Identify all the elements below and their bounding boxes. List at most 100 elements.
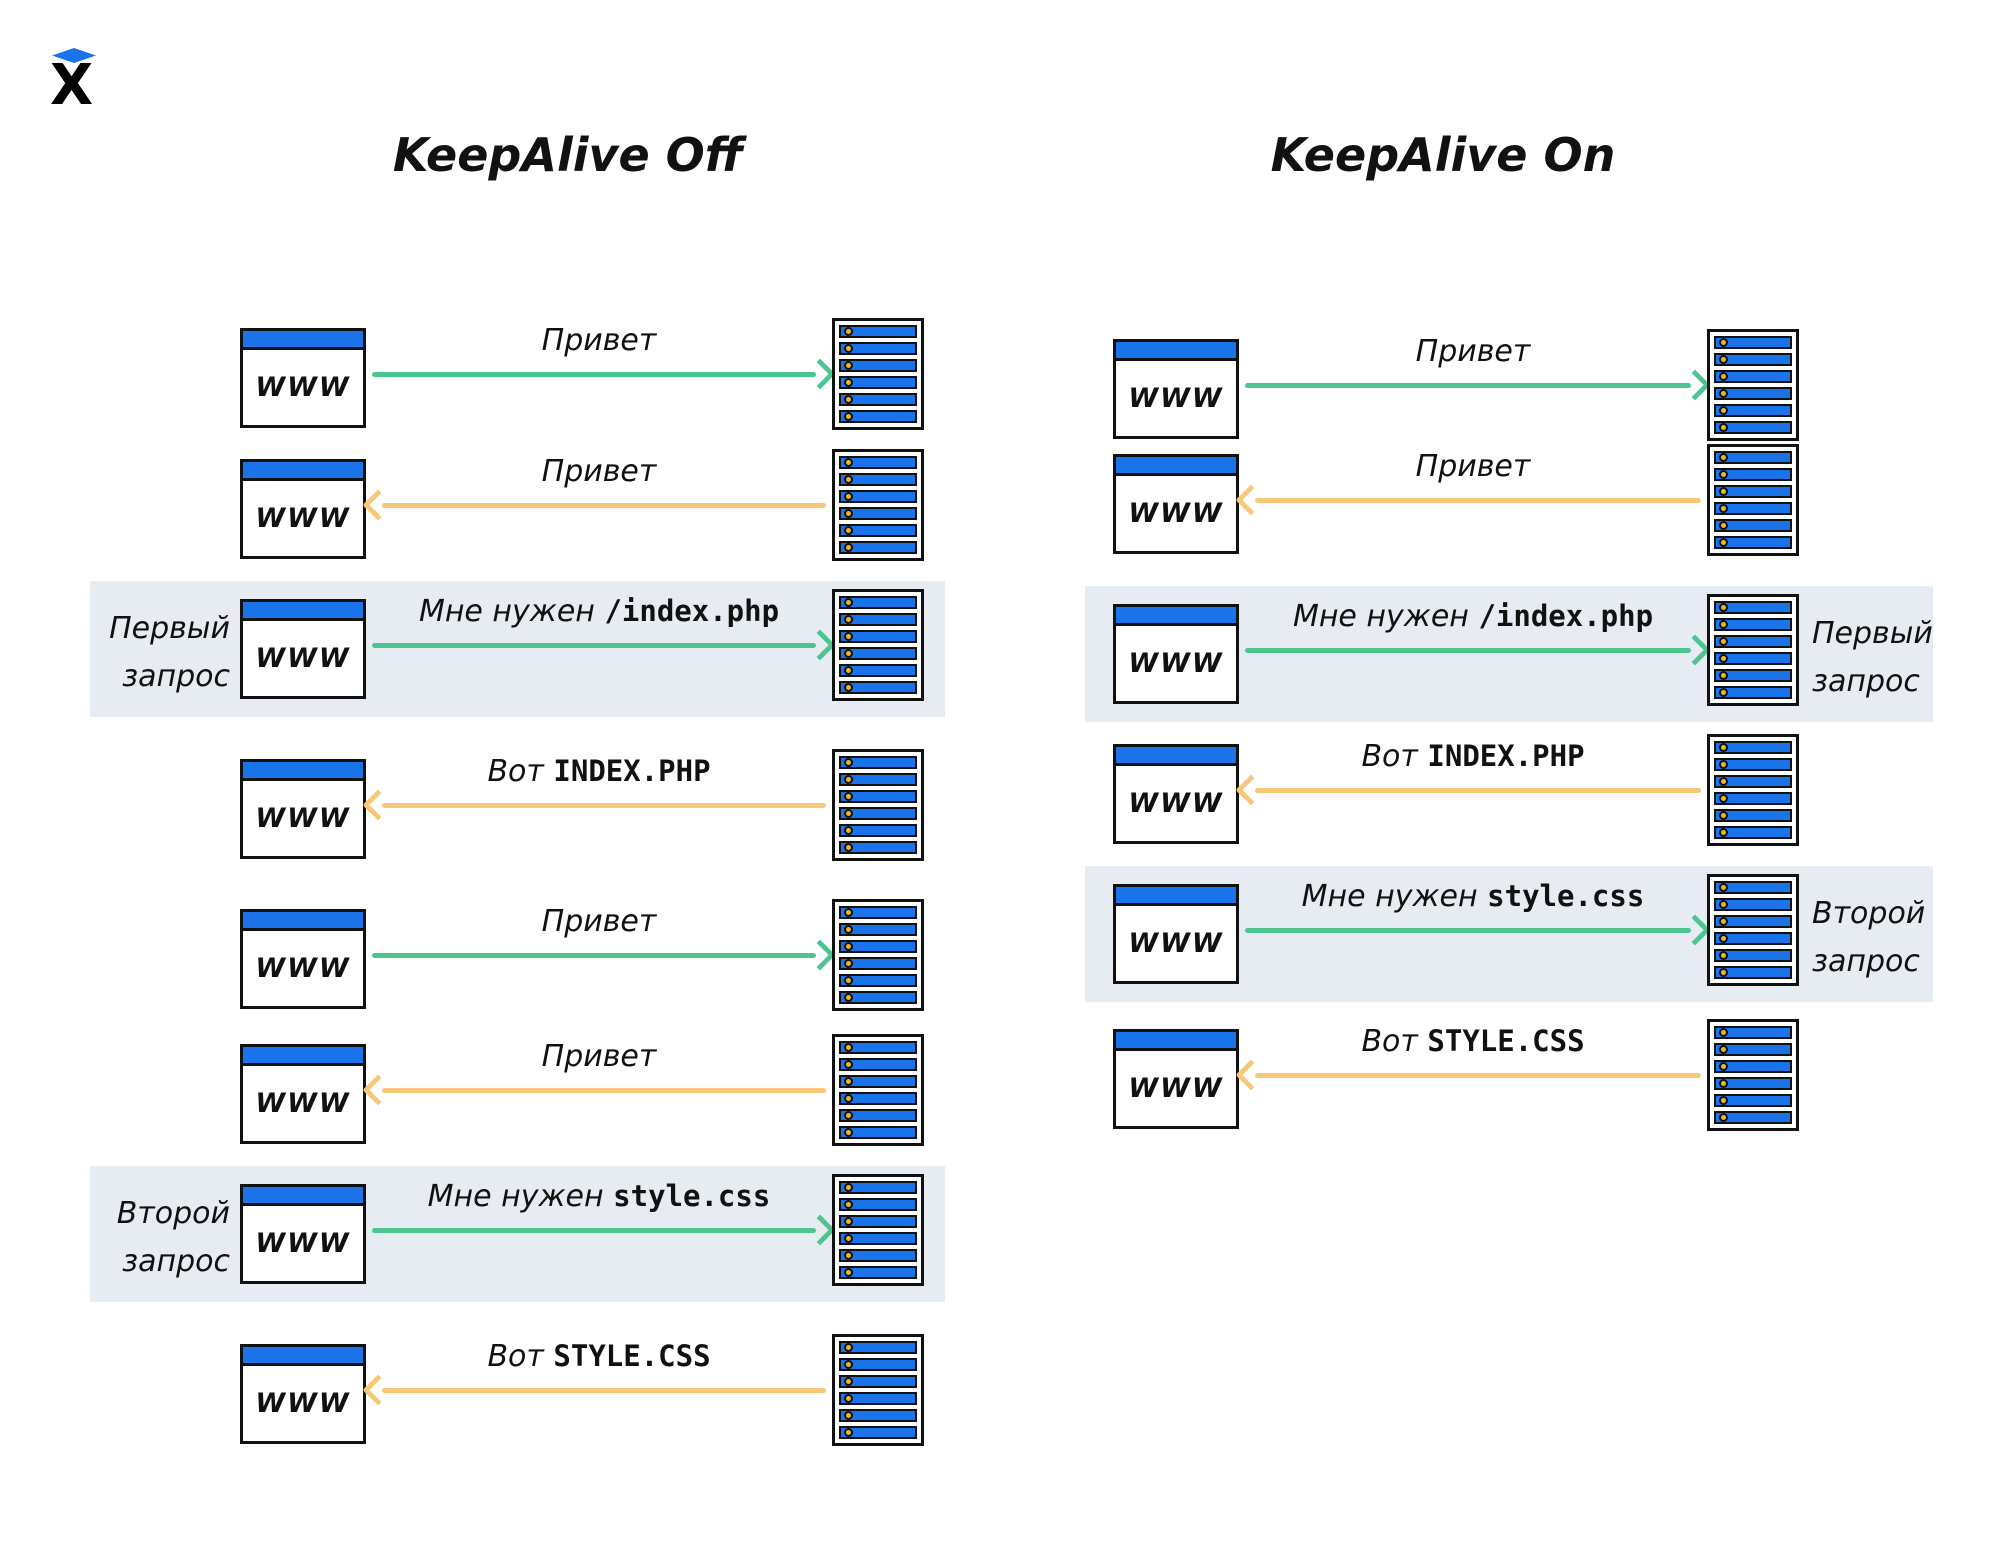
server-led-icon [1719, 951, 1728, 960]
browser-window-icon: WWW [1113, 339, 1239, 439]
server-led-icon [1719, 794, 1728, 803]
message-label-mono: STYLE.CSS [553, 1339, 711, 1373]
arrow-line [382, 1387, 826, 1393]
server-led-icon [844, 683, 853, 692]
server-led-icon [844, 1234, 853, 1243]
browser-titlebar [1116, 457, 1236, 476]
server-led-icon [844, 942, 853, 951]
diamond-icon [52, 48, 96, 63]
arrow-line [382, 502, 826, 508]
server-slot [839, 681, 917, 694]
arrow-line [372, 1227, 816, 1233]
server-slot [1714, 758, 1792, 771]
message-label-hand: Вот [487, 1339, 554, 1374]
server-slot [839, 359, 917, 372]
server-slot [839, 1426, 917, 1439]
browser-www-label: WWW [255, 803, 351, 834]
server-slot [1714, 949, 1792, 962]
message-label: Мне нужен style.css [372, 1179, 826, 1214]
server-led-icon [844, 615, 853, 624]
browser-titlebar [243, 912, 363, 931]
browser-titlebar [1116, 887, 1236, 906]
server-slot [839, 1075, 917, 1088]
browser-titlebar [243, 331, 363, 350]
browser-window-icon: WWW [1113, 884, 1239, 984]
browser-titlebar [1116, 607, 1236, 626]
server-led-icon [1719, 470, 1728, 479]
request-group-label-line: Второй [116, 1196, 230, 1231]
server-led-icon [844, 526, 853, 535]
arrow-line [1255, 497, 1701, 503]
browser-www-label: WWW [255, 372, 351, 403]
server-led-icon [844, 492, 853, 501]
browser-window-icon: WWW [240, 599, 366, 699]
message-label: Привет [1245, 334, 1701, 369]
arrow-line [372, 642, 816, 648]
server-led-icon [844, 649, 853, 658]
server-led-icon [1719, 1096, 1728, 1105]
server-led-icon [1719, 688, 1728, 697]
arrow-head-icon [1235, 1059, 1267, 1091]
browser-www-label: WWW [255, 1388, 351, 1419]
server-slot [1714, 336, 1792, 349]
browser-window-icon: WWW [1113, 454, 1239, 554]
server-slot [1714, 404, 1792, 417]
arrow-head-icon [1679, 369, 1711, 401]
server-slot [839, 647, 917, 660]
server-led-icon [1719, 355, 1728, 364]
browser-titlebar [243, 762, 363, 781]
server-led-icon [844, 344, 853, 353]
server-led-icon [1719, 777, 1728, 786]
server-icon [832, 318, 924, 430]
server-icon [1707, 874, 1799, 986]
server-led-icon [844, 809, 853, 818]
server-slot [839, 940, 917, 953]
server-icon [832, 1174, 924, 1286]
server-slot [839, 473, 917, 486]
server-led-icon [844, 1094, 853, 1103]
server-led-icon [844, 1268, 853, 1277]
server-slot [1714, 741, 1792, 754]
message-row: WWW Привет [0, 436, 2001, 576]
message-row: WWW Привет [0, 321, 2001, 461]
browser-titlebar [243, 1187, 363, 1206]
server-led-icon [1719, 453, 1728, 462]
server-slot [1714, 601, 1792, 614]
server-slot [839, 1041, 917, 1054]
server-slot [839, 630, 917, 643]
browser-window-icon: WWW [1113, 604, 1239, 704]
server-led-icon [844, 378, 853, 387]
server-led-icon [1719, 504, 1728, 513]
server-led-icon [844, 758, 853, 767]
server-led-icon [844, 598, 853, 607]
server-led-icon [844, 327, 853, 336]
arrow-head-icon [1235, 484, 1267, 516]
browser-window-icon: WWW [1113, 1029, 1239, 1129]
server-slot [1714, 669, 1792, 682]
server-led-icon [1719, 521, 1728, 530]
browser-www-label: WWW [255, 503, 351, 534]
request-group-label-line: Второй [1812, 896, 1926, 931]
message-label-hand: Привет [541, 904, 657, 939]
server-slot [839, 974, 917, 987]
column-title-keepalive-on: KeepAlive On [1270, 128, 1616, 182]
server-led-icon [844, 1128, 853, 1137]
server-led-icon [1719, 637, 1728, 646]
server-led-icon [844, 908, 853, 917]
server-slot [839, 906, 917, 919]
server-led-icon [844, 976, 853, 985]
browser-www-label: WWW [1128, 648, 1224, 679]
message-label: Вот STYLE.CSS [1245, 1024, 1701, 1059]
server-led-icon [1719, 828, 1728, 837]
message-row: WWW Вот STYLE.CSS [0, 1011, 2001, 1151]
server-led-icon [844, 412, 853, 421]
server-icon [1707, 594, 1799, 706]
server-slot [839, 1358, 917, 1371]
server-led-icon [1719, 338, 1728, 347]
server-led-icon [1719, 917, 1728, 926]
server-slot [1714, 387, 1792, 400]
server-led-icon [1719, 760, 1728, 769]
message-label-mono: STYLE.CSS [1427, 1024, 1585, 1058]
